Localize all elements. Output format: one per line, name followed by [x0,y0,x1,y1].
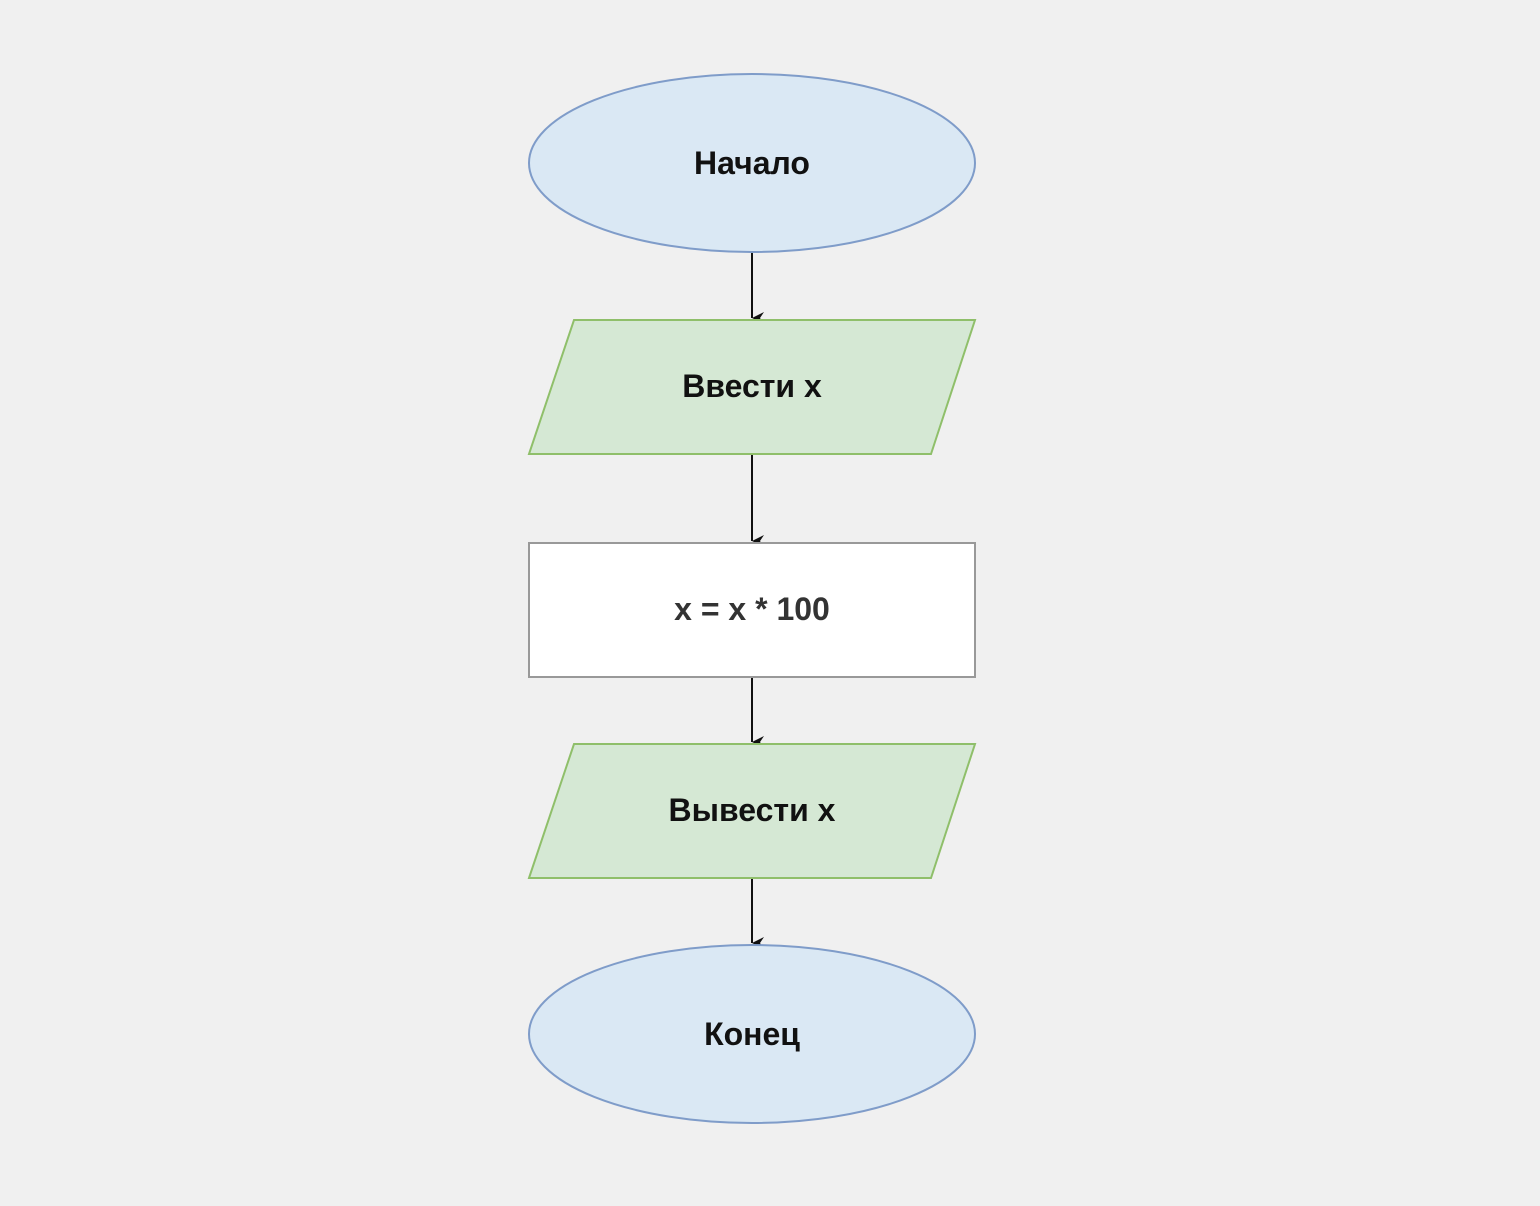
output-label: Вывести x [669,792,836,828]
input-io-shape [527,319,977,455]
node-process[interactable]: x = x * 100 [528,542,976,678]
start-label: Начало [694,145,810,181]
input-label: Ввести x [682,368,822,404]
node-input[interactable]: Ввести x [527,319,977,455]
node-end[interactable]: Конец [528,944,976,1124]
process-label: x = x * 100 [674,591,830,627]
end-terminator-shape [528,944,976,1124]
output-io-shape [527,743,977,879]
start-terminator-shape [528,73,976,253]
node-start[interactable]: Начало [528,73,976,253]
process-shape [528,542,976,678]
end-label: Конец [704,1016,800,1052]
node-output[interactable]: Вывести x [527,743,977,879]
